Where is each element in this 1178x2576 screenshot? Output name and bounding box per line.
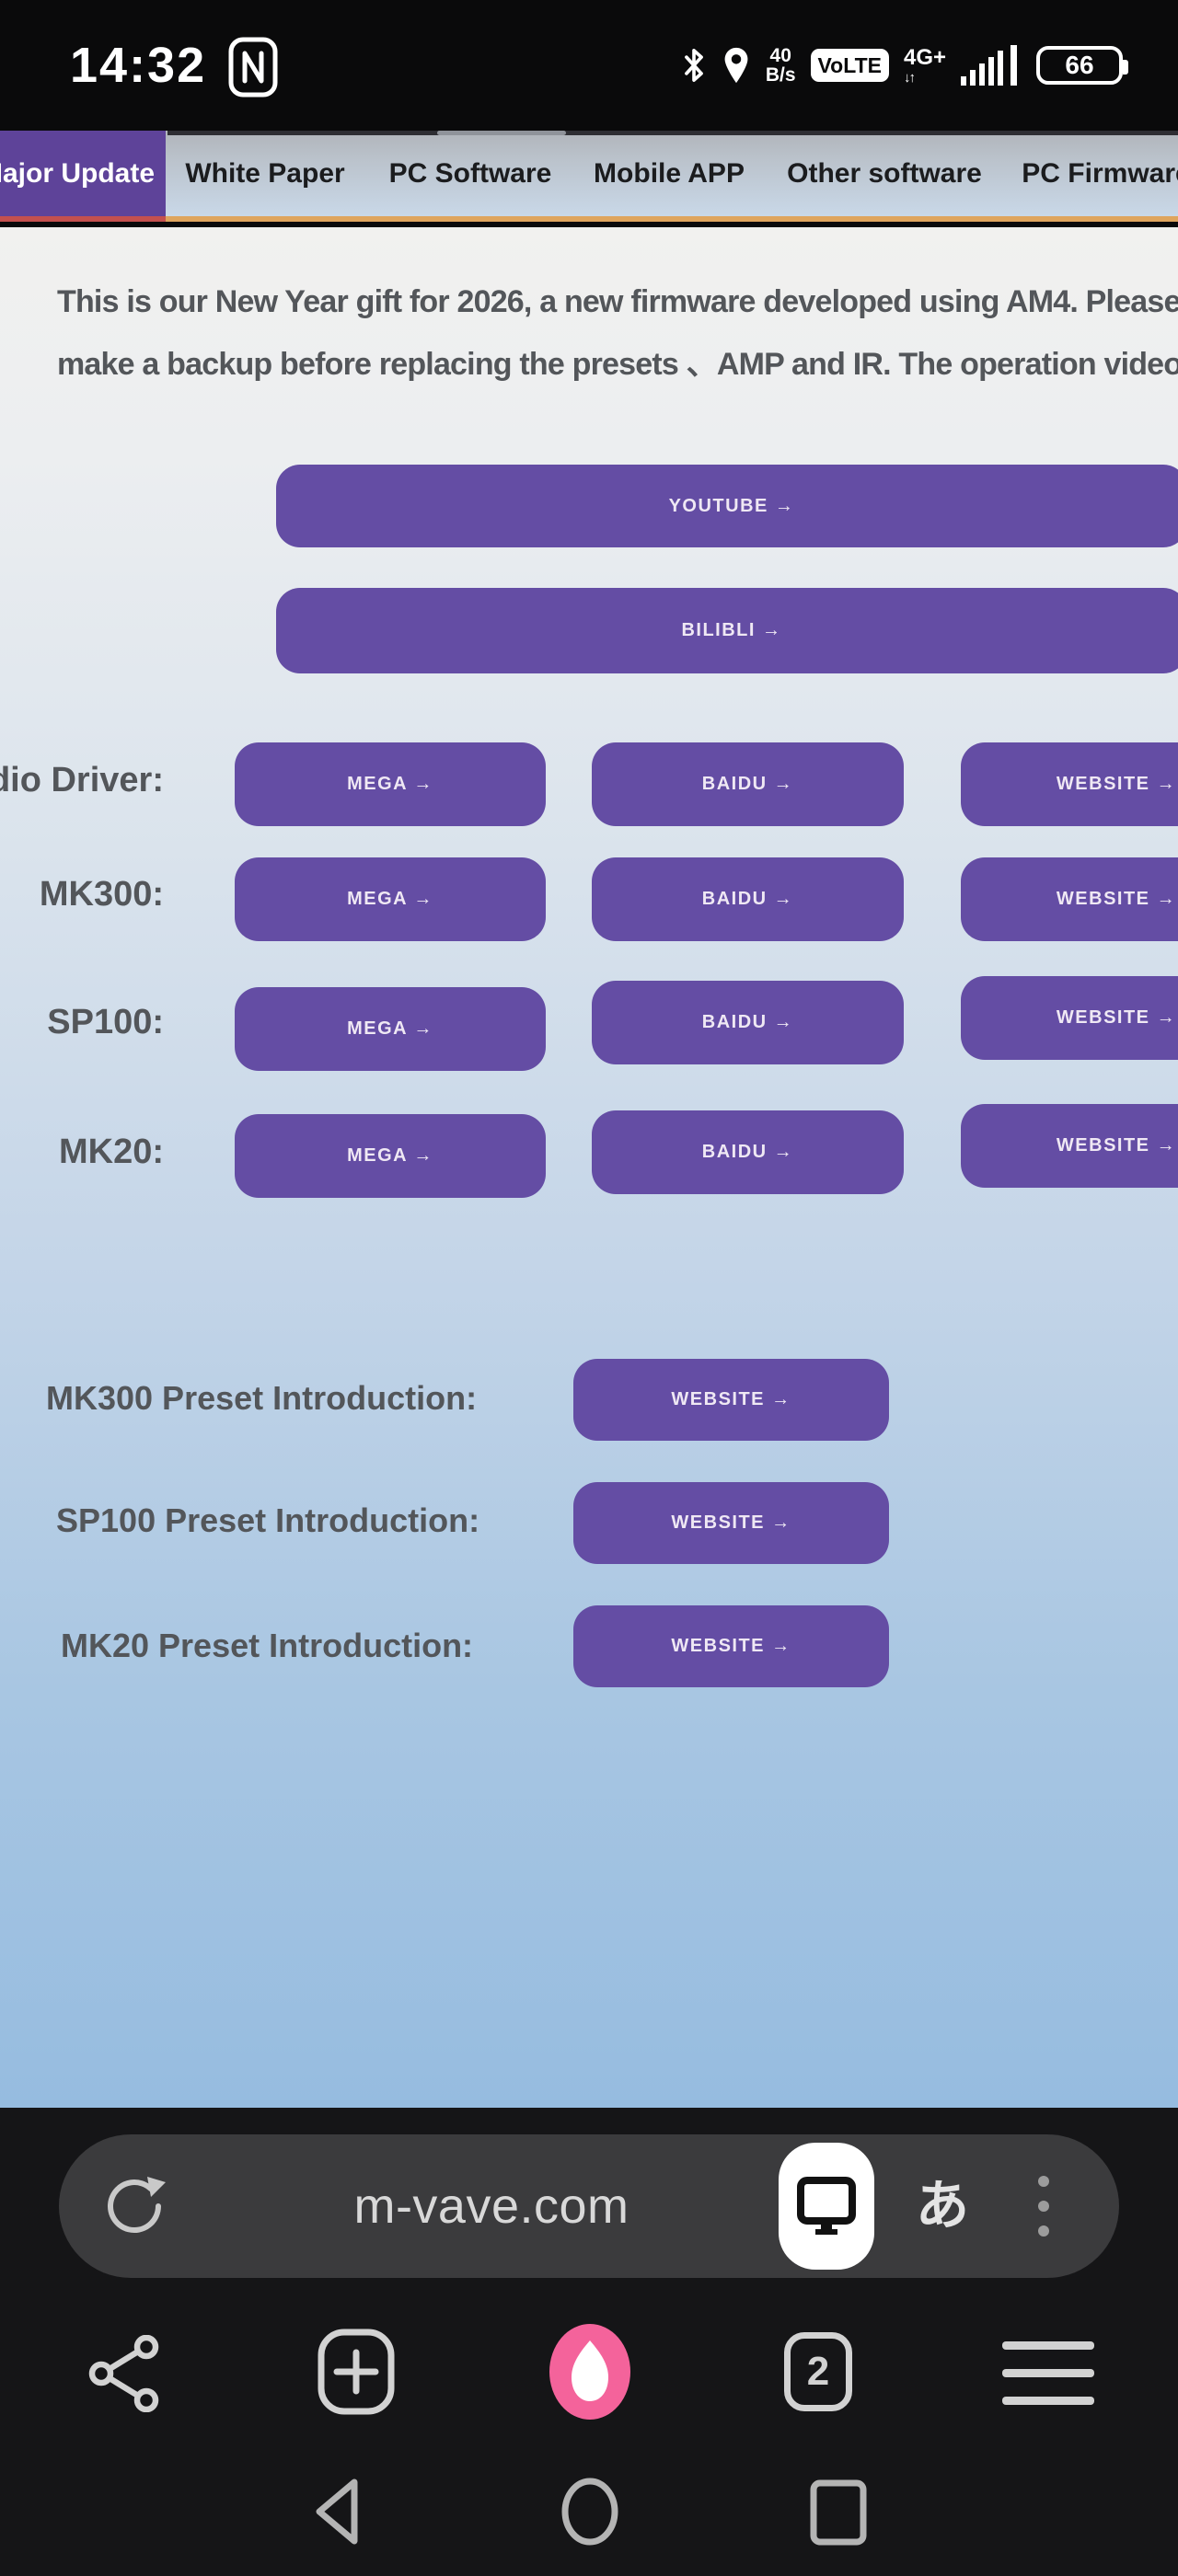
nav-home-icon[interactable] <box>558 2475 622 2548</box>
tab-other-software[interactable]: Other software <box>787 158 982 189</box>
web-page-content: This is our New Year gift for 2026, a ne… <box>0 227 1178 2108</box>
tab-white-paper[interactable]: White Paper <box>185 158 345 189</box>
data-activity-arrows: ↓↑ <box>903 69 916 86</box>
mk300-label: MK300: <box>39 875 164 914</box>
sp100-baidu-button[interactable]: BAIDU → <box>592 981 904 1064</box>
tab-major-update[interactable]: Major Update <box>0 131 166 222</box>
share-icon[interactable] <box>88 2335 162 2412</box>
nfc-icon <box>228 37 278 98</box>
browser-home-logo-icon[interactable] <box>549 2324 630 2420</box>
mk300-preset-website-button[interactable]: WEBSITE → <box>573 1359 889 1441</box>
refresh-icon[interactable] <box>101 2173 167 2239</box>
audio-driver-mega-button[interactable]: MEGA → <box>235 742 546 826</box>
tab-mobile-app[interactable]: Mobile APP <box>594 158 745 189</box>
sp100-website-button[interactable]: WEBSITE → <box>961 976 1178 1060</box>
tab-scroll-thumb <box>437 131 566 135</box>
sp100-label: SP100: <box>47 1003 164 1041</box>
sp100-mega-button[interactable]: MEGA → <box>235 987 546 1071</box>
menu-icon[interactable] <box>1002 2341 1094 2405</box>
mk20-label: MK20: <box>58 1133 164 1171</box>
mk20-preset-label: MK20 Preset Introduction: <box>61 1627 474 1664</box>
location-icon <box>724 47 748 84</box>
tab-scroll-track <box>167 131 1178 135</box>
mk300-mega-button[interactable]: MEGA → <box>235 857 546 941</box>
clock: 14:32 <box>70 38 207 93</box>
signal-bars-icon <box>961 45 1017 86</box>
intro-text-line2: make a backup before replacing the prese… <box>57 347 1178 382</box>
desktop-mode-icon[interactable] <box>779 2143 874 2270</box>
network-speed: 40 B/s <box>765 45 796 86</box>
nav-recents-icon[interactable] <box>806 2478 871 2547</box>
mk20-preset-website-button[interactable]: WEBSITE → <box>573 1605 889 1687</box>
tab-switcher-icon[interactable]: 2 <box>784 2332 852 2411</box>
mk300-preset-label: MK300 Preset Introduction: <box>46 1379 478 1417</box>
nav-back-icon[interactable] <box>306 2475 371 2548</box>
category-tab-bar: Major Update White Paper PC Software Mob… <box>0 131 1178 222</box>
tab-pc-firmware[interactable]: PC Firmware <box>1022 158 1178 189</box>
tab-pc-software[interactable]: PC Software <box>388 158 552 189</box>
intro-text-line1: This is our New Year gift for 2026, a ne… <box>57 284 1178 319</box>
network-type: 4G+ ↓↑ <box>903 44 946 86</box>
new-tab-icon[interactable] <box>317 2328 396 2416</box>
status-bar: 14:32 40 B/s VoLTE 4G+ ↓↑ <box>0 0 1178 131</box>
mk20-mega-button[interactable]: MEGA → <box>235 1114 546 1198</box>
url-text[interactable]: m-vave.com <box>353 2179 629 2234</box>
mk300-baidu-button[interactable]: BAIDU → <box>592 857 904 941</box>
volte-badge: VoLTE <box>810 49 889 82</box>
mk20-baidu-button[interactable]: BAIDU → <box>592 1110 904 1194</box>
audio-driver-baidu-button[interactable]: BAIDU → <box>592 742 904 826</box>
tab-count: 2 <box>806 2349 830 2394</box>
sp100-preset-label: SP100 Preset Introduction: <box>56 1501 480 1539</box>
bilibli-button[interactable]: BILIBLI → <box>276 588 1178 673</box>
youtube-button[interactable]: YOUTUBE → <box>276 465 1178 547</box>
audio-driver-website-button[interactable]: WEBSITE → <box>961 742 1178 826</box>
mk300-website-button[interactable]: WEBSITE → <box>961 857 1178 941</box>
browser-chrome: m-vave.com あ <box>0 2108 1178 2576</box>
address-bar[interactable]: m-vave.com あ <box>59 2134 1119 2278</box>
audio-driver-label: Audio Driver: <box>0 761 164 799</box>
mk20-website-button[interactable]: WEBSITE → <box>961 1104 1178 1188</box>
battery-icon: 66 <box>1036 46 1128 85</box>
input-method-icon[interactable]: あ <box>915 2176 969 2236</box>
sp100-preset-website-button[interactable]: WEBSITE → <box>573 1482 889 1564</box>
bluetooth-icon <box>684 49 703 82</box>
page-menu-icon[interactable] <box>1038 2176 1049 2237</box>
